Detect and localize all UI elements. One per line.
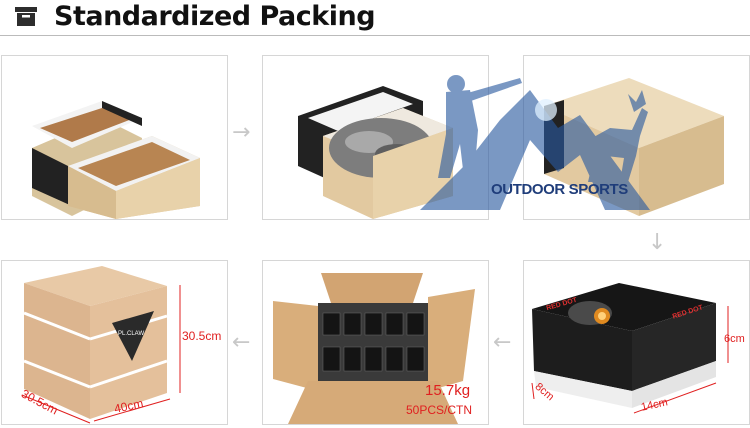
arrow-left-icon: ← <box>232 330 251 355</box>
carton-height-label: 30.5cm <box>182 329 222 343</box>
product-height-label: 6cm <box>724 333 745 345</box>
outdoor-sports-watermark <box>420 75 650 210</box>
section-header: Standardized Packing <box>0 0 750 32</box>
carton-count: 50PCS/CTN <box>406 403 473 417</box>
arrow-right-icon: → <box>232 120 251 145</box>
header-divider <box>0 35 750 36</box>
carton-image <box>21 266 181 424</box>
package-icon <box>15 7 37 26</box>
step-empty-box <box>1 55 228 220</box>
step-open-carton: 15.7kg 50PCS/CTN <box>262 260 489 425</box>
product-box-image <box>531 283 729 414</box>
arrow-down-icon: ↓ <box>648 230 667 255</box>
step-box-with-padding <box>262 55 489 220</box>
page-title: Standardized Packing <box>54 1 376 32</box>
padded-box-image <box>298 86 453 219</box>
step-shipping-carton: PL.CLAW 30.5cm 40cm 30.5cm <box>1 260 228 425</box>
empty-box-image <box>32 101 200 219</box>
carton-brand-label: PL.CLAW <box>118 331 145 337</box>
arrow-left-icon: ← <box>493 330 512 355</box>
watermark-text: OUTDOOR SPORTS <box>491 181 628 198</box>
carton-weight: 15.7kg <box>425 382 471 399</box>
open-carton-image <box>273 273 475 424</box>
step-product-box: RED DOT RED DOT 6cm 14cm 8cm <box>523 260 750 425</box>
